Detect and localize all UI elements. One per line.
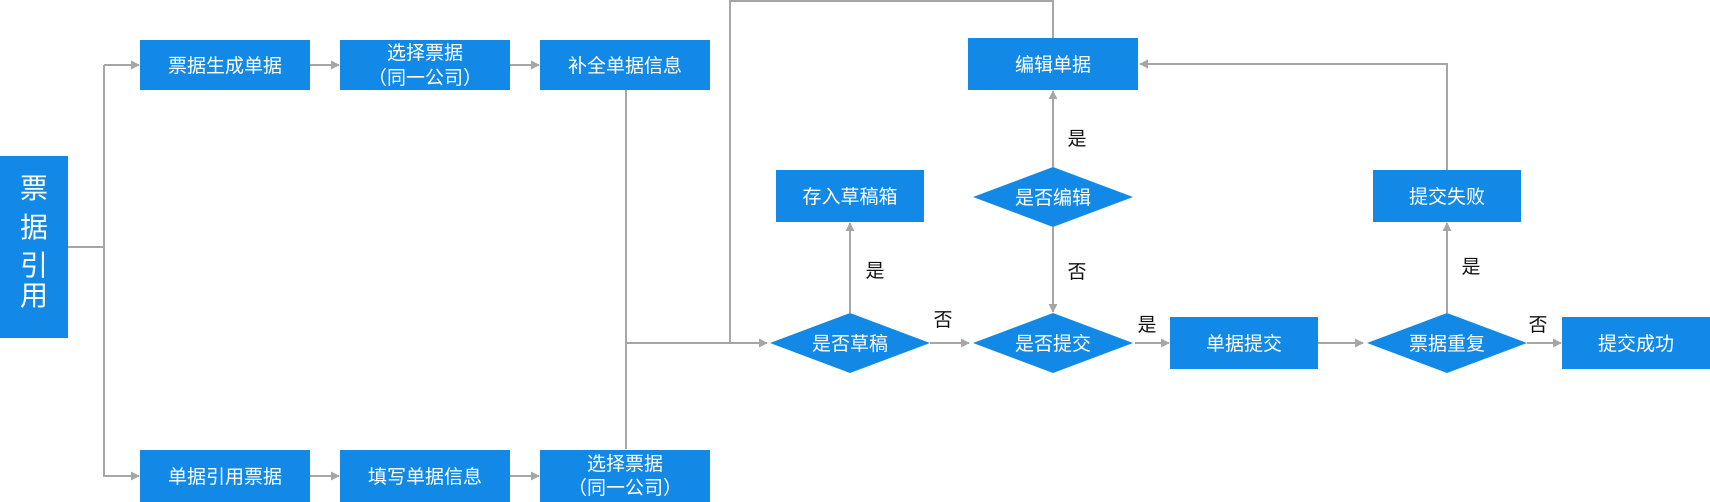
node-doc-ref: 单据引用票据 bbox=[140, 450, 310, 502]
edge-fail-to-edit bbox=[1139, 59, 1448, 170]
decision-is-edit-label: 是否编辑 bbox=[1015, 187, 1091, 209]
label-dup-yes: 是 bbox=[1461, 256, 1480, 278]
decision-is-submit-label: 是否提交 bbox=[1015, 333, 1091, 355]
node-complete-info: 补全单据信息 bbox=[540, 40, 710, 90]
label-edit-yes: 是 bbox=[1067, 128, 1086, 150]
node-ticket-gen: 票据生成单据 bbox=[140, 40, 310, 90]
node-doc-submit-label: 单据提交 bbox=[1206, 333, 1282, 355]
side-title-char-2: 据 bbox=[20, 211, 48, 244]
node-edit-doc-label: 编辑单据 bbox=[1015, 54, 1091, 76]
node-select-a-label-1: 选择票据 bbox=[387, 42, 463, 64]
edge-side-trunk bbox=[68, 65, 105, 477]
node-submit-ok: 提交成功 bbox=[1562, 317, 1710, 369]
node-fill-info-label: 填写单据信息 bbox=[368, 466, 482, 488]
decision-ticket-dup: 票据重复 bbox=[1367, 313, 1527, 373]
label-dup-no: 否 bbox=[1528, 314, 1547, 336]
side-title-char-3: 引 bbox=[20, 249, 48, 282]
node-submit-ok-label: 提交成功 bbox=[1598, 333, 1674, 355]
label-edit-no: 否 bbox=[1067, 261, 1086, 283]
label-submit-yes: 是 bbox=[1137, 314, 1156, 336]
edge-edit-loop bbox=[729, 0, 1054, 343]
node-complete-info-label: 补全单据信息 bbox=[568, 55, 682, 77]
node-submit-fail: 提交失败 bbox=[1373, 170, 1521, 222]
node-save-draft: 存入草稿箱 bbox=[776, 170, 924, 222]
side-title-char-1: 票 bbox=[20, 172, 48, 205]
node-save-draft-label: 存入草稿箱 bbox=[802, 186, 897, 208]
node-ticket-gen-label: 票据生成单据 bbox=[168, 55, 282, 77]
decision-is-draft-label: 是否草稿 bbox=[812, 333, 888, 355]
side-title-char-4: 用 bbox=[20, 279, 48, 312]
decision-is-edit: 是否编辑 bbox=[973, 167, 1133, 227]
side-title-node: 票 据 引 用 bbox=[0, 156, 68, 338]
node-doc-ref-label: 单据引用票据 bbox=[168, 466, 282, 488]
node-edit-doc: 编辑单据 bbox=[968, 38, 1138, 90]
node-select-b: 选择票据 （同一公司） bbox=[540, 450, 710, 502]
decision-ticket-dup-label: 票据重复 bbox=[1409, 333, 1485, 355]
node-select-a: 选择票据 （同一公司） bbox=[340, 40, 510, 90]
node-fill-info: 填写单据信息 bbox=[340, 450, 510, 502]
node-doc-submit: 单据提交 bbox=[1170, 317, 1318, 369]
node-submit-fail-label: 提交失败 bbox=[1409, 186, 1485, 208]
node-select-b-label-1: 选择票据 bbox=[587, 453, 663, 475]
label-draft-no: 否 bbox=[933, 309, 952, 331]
decision-is-draft: 是否草稿 bbox=[770, 313, 930, 373]
decision-is-submit: 是否提交 bbox=[973, 313, 1133, 373]
label-draft-yes: 是 bbox=[865, 260, 884, 282]
node-select-a-label-2: （同一公司） bbox=[368, 67, 482, 89]
edges bbox=[68, 0, 1562, 481]
node-select-b-label-2: （同一公司） bbox=[568, 477, 682, 499]
